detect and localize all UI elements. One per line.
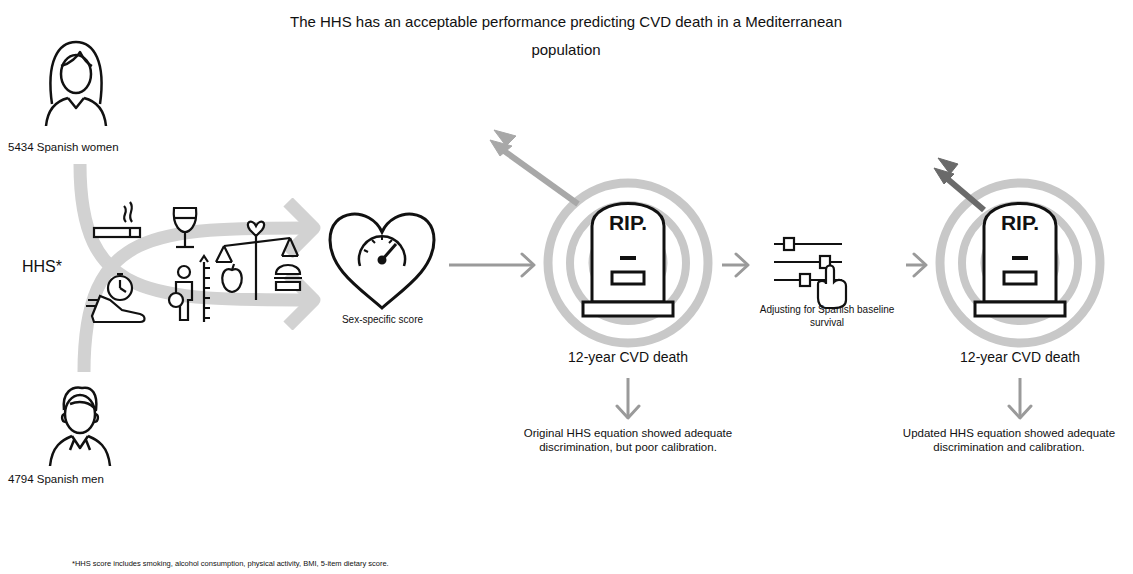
icon-part [203,262,205,322]
icon-part [1012,256,1028,260]
footnote: *HHS score includes smoking, alcohol con… [72,559,972,568]
icon-part [818,266,846,309]
icon-part [222,269,242,292]
icon-part [216,256,298,262]
icon-part [583,302,673,316]
diagram-title: The HHS has an acceptable performance pr… [276,8,856,64]
woman-icon [46,42,106,126]
icon-part [204,268,210,318]
result-note: Updated HHS equation showed adequate dis… [890,424,1133,464]
icon-part [62,414,98,422]
icon-part [68,98,84,108]
icon-part [46,98,106,126]
node-text: 12-year CVD death [538,349,718,367]
outcome-node: RIP. 12-year CVD death [538,180,718,376]
node-text: 12-year CVD death [930,349,1110,367]
scale-icon [216,222,302,300]
icon-part [64,388,97,410]
icon-part [274,265,302,290]
icon-part [94,228,140,237]
icon-part [774,261,842,263]
arrow-icon [490,130,578,204]
icon-part [548,183,708,343]
icon-part [248,222,264,236]
icon-part [1004,272,1036,284]
node-text: Sex-specific score [320,314,445,327]
arrow-icon [934,158,984,210]
icon-part [379,257,385,263]
icon-part [800,274,810,286]
tombstone-text: RIP. [980,210,1060,236]
icon-part [61,52,92,66]
flow-arrow [906,264,926,267]
adjustment-node: Adjusting for Spanish baseline survival [752,228,902,336]
tombstone-icon [975,204,1065,317]
icon-part [975,302,1065,316]
sliders-icon [774,238,846,308]
icon-part [490,130,516,156]
activity-icon [86,274,145,322]
node-text: 5434 Spanish women [8,140,150,154]
flow-arrow [1019,378,1022,418]
icon-part [944,176,984,210]
icon-part [359,236,405,266]
population-node: 5434 Spanish women [4,40,154,158]
icon-part [169,293,183,307]
icon-part [216,238,298,262]
icon-part [620,256,636,260]
outcome-node: RIP. 12-year CVD death [930,180,1110,376]
group-label: HHS* [22,258,62,276]
wine-glass-icon [174,208,197,247]
icon-part [50,436,110,466]
node-text: Original HHS equation showed adequate di… [496,426,760,455]
icon-part [65,395,95,433]
icon-part [117,274,126,292]
icon-part [200,256,208,262]
merge-arrow [84,228,312,372]
icon-part [50,42,101,104]
bmi-icon [169,256,210,322]
icon-part [940,183,1100,343]
icon-part [176,246,194,248]
node-text: Updated HHS equation showed adequate dis… [890,426,1128,455]
cigarette-icon [94,202,140,237]
population-node: 4794 Spanish men [4,378,154,490]
node-text: 4794 Spanish men [8,472,150,486]
icon-part [364,236,392,252]
flow-arrow [627,378,630,418]
icon-part [86,300,98,306]
target-icon [940,183,1100,343]
icon-part [70,436,90,450]
icon-part [92,296,145,322]
heart-gauge-icon [330,214,434,308]
result-note: Original HHS equation showed adequate di… [496,424,760,464]
tombstone-text: RIP. [588,210,668,236]
node-text: Adjusting for Spanish baseline survival [752,304,902,329]
icon-part [175,217,195,219]
icon-part [174,208,197,232]
tombstone-icon [583,204,673,317]
flow-arrow [449,264,534,267]
icon-part [330,214,434,308]
icon-part [784,238,794,250]
icon-part [184,232,186,246]
score-node: Sex-specific score [320,204,445,332]
icon-part [232,264,234,270]
man-icon [50,388,110,466]
icon-part [612,272,644,284]
icon-part [124,202,132,222]
icon-part [129,228,131,237]
flow-arrow [722,264,748,267]
icon-part [255,236,257,300]
target-icon [548,183,708,343]
icon-part [934,158,958,184]
icon-part [178,266,190,278]
icon-part [500,148,578,204]
